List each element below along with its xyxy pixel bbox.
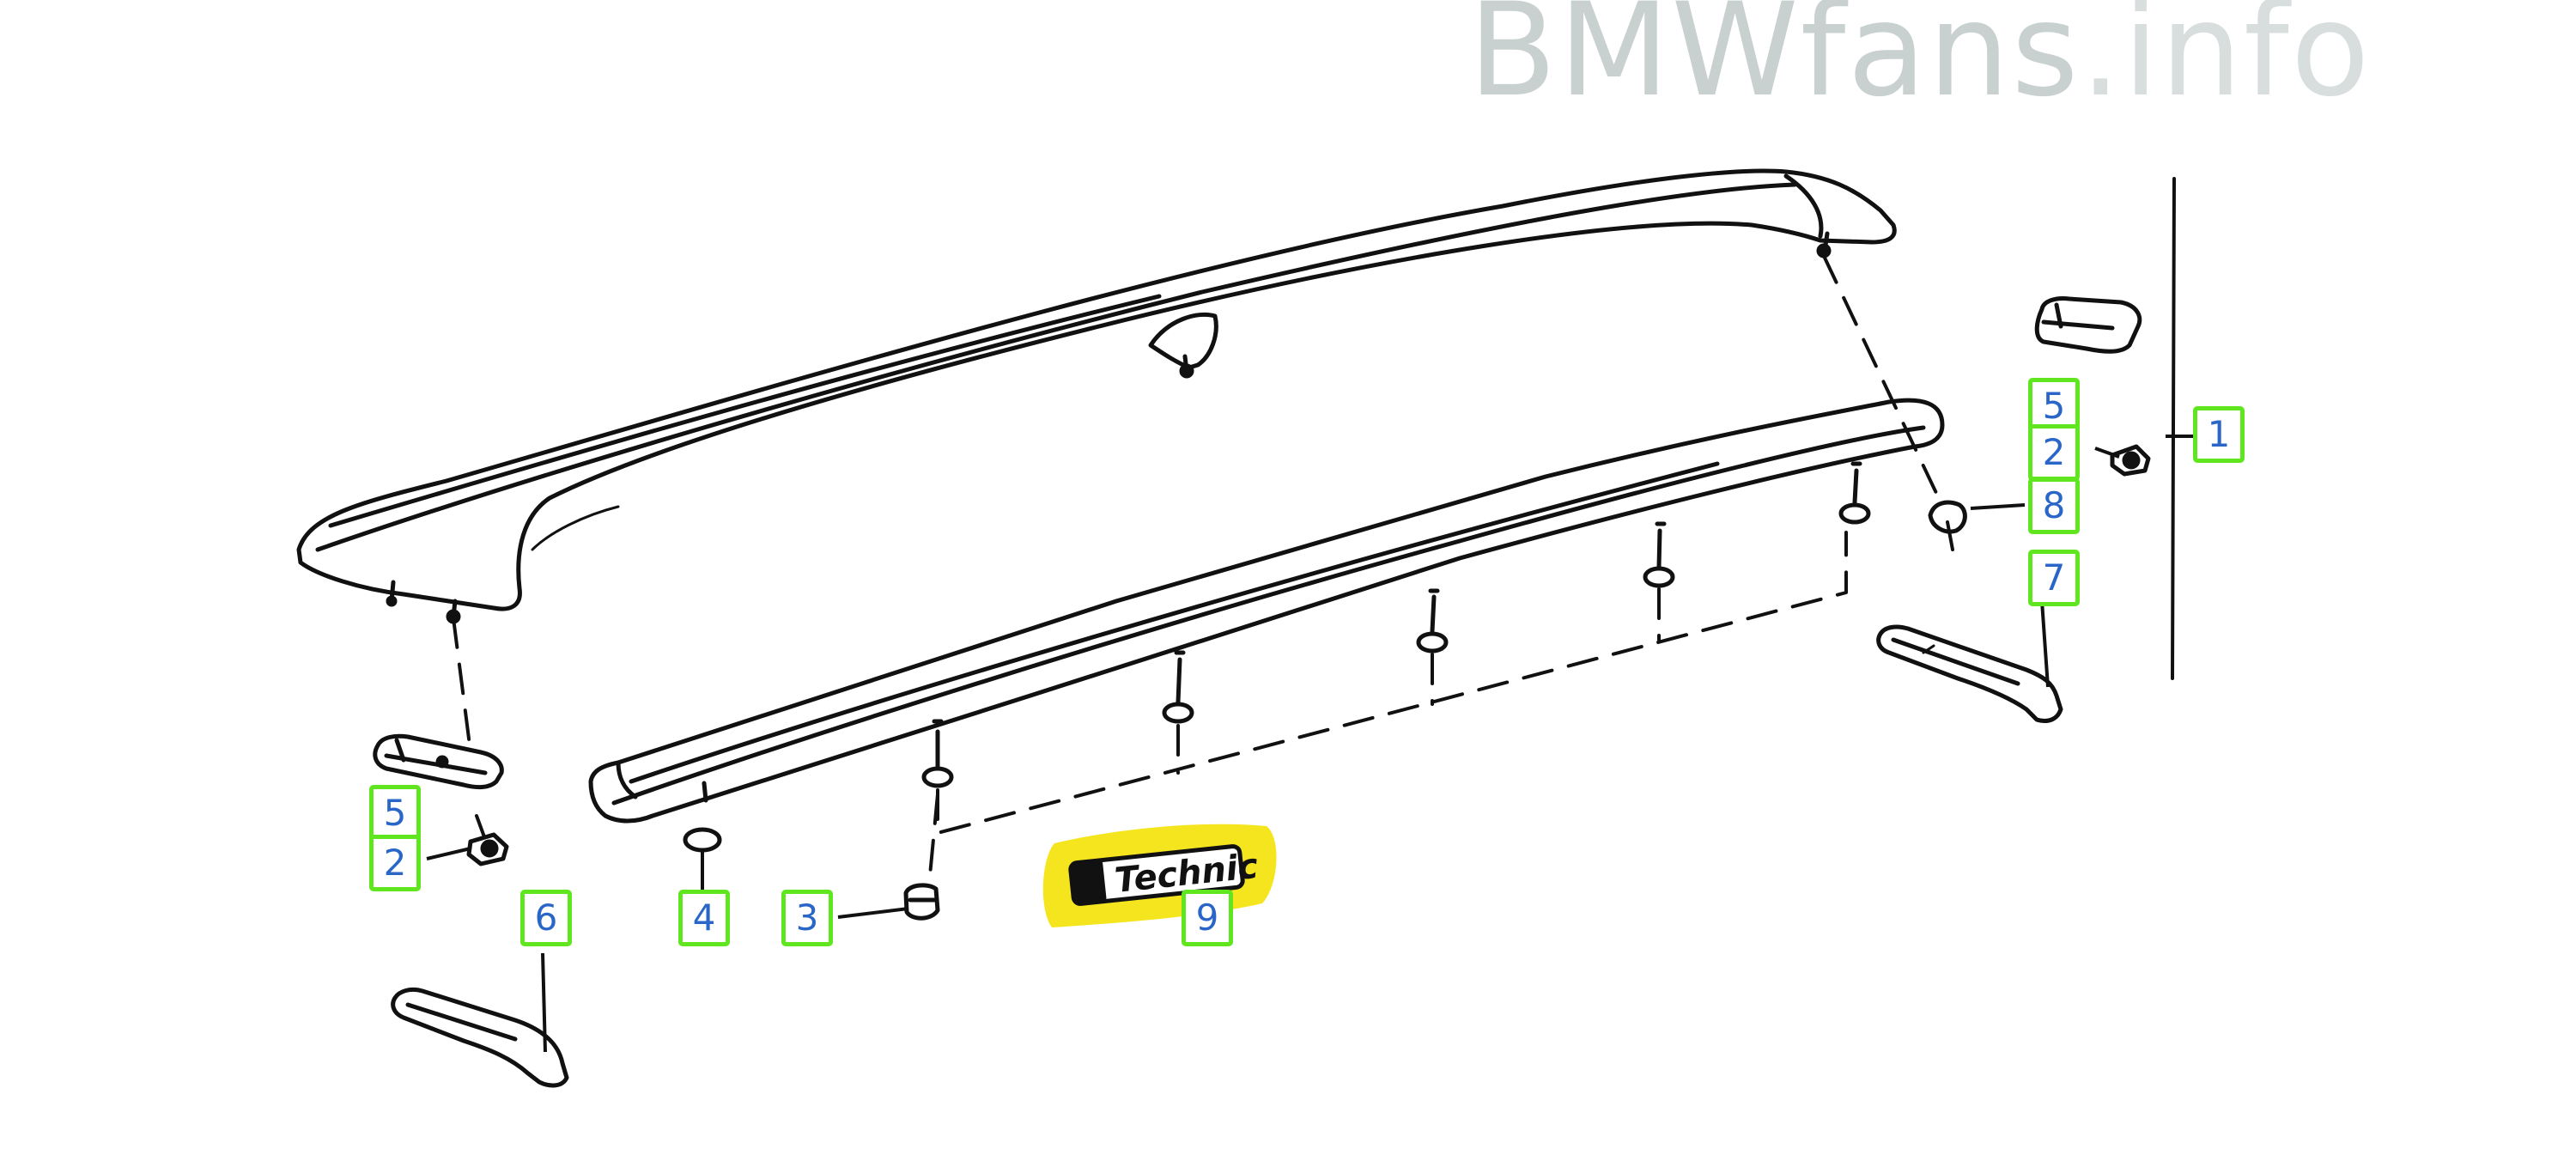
callout-4: 4 — [678, 890, 730, 946]
support-right — [2034, 296, 2142, 354]
watermark-brand: BMWfans — [1468, 0, 2081, 125]
callout-1: 1 — [2193, 406, 2245, 463]
callout-9: 9 — [1182, 890, 1233, 946]
trim-right — [1876, 624, 2063, 723]
emblem: Technic — [1042, 824, 1277, 927]
callout-5-left: 5 — [369, 785, 421, 842]
callout-2-right: 2 — [2028, 424, 2080, 481]
callout-2-left: 2 — [369, 835, 421, 891]
lower-spoiler — [588, 398, 1945, 824]
nut-right — [2110, 444, 2151, 477]
upper-spoiler — [296, 168, 1897, 624]
watermark-tld: .info — [2080, 0, 2372, 125]
watermark: BMWfans.info — [1468, 0, 2372, 125]
clip — [903, 883, 940, 921]
grommet-right — [1928, 500, 1967, 551]
trim-left — [391, 987, 569, 1088]
nut-left — [466, 832, 509, 866]
lower-fixings — [702, 461, 1871, 803]
callout-3: 3 — [781, 890, 833, 946]
boot-lid-edge — [2171, 177, 2176, 680]
plug — [683, 827, 722, 891]
callout-8: 8 — [2028, 477, 2080, 534]
callout-7: 7 — [2028, 550, 2080, 606]
support-left — [373, 733, 504, 790]
callout-6: 6 — [520, 890, 572, 946]
